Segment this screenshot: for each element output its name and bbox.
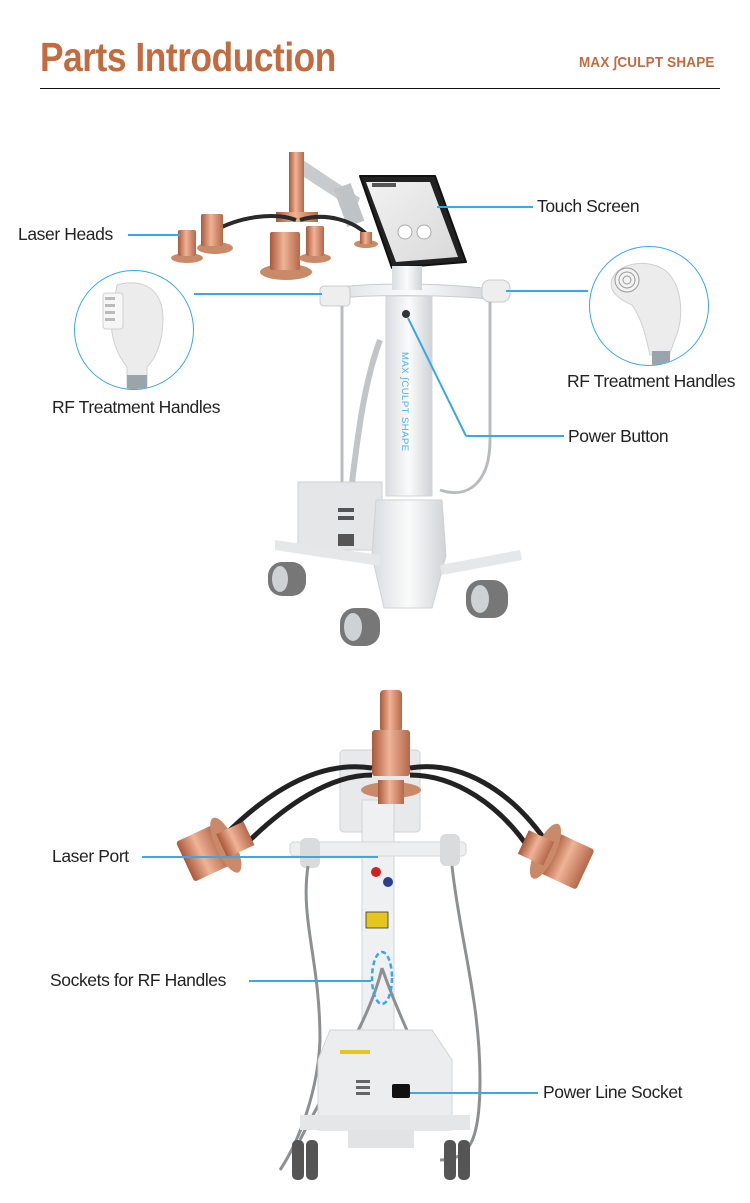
laser-head <box>171 230 203 263</box>
leader-laser-port <box>142 856 378 858</box>
label-rf-handles-left: RF Treatment Handles <box>52 397 221 417</box>
rf-handle-right-closeup <box>589 246 709 366</box>
label-rf-handles-right: RF Treatment Handles <box>567 371 736 391</box>
leader-touch-screen <box>437 206 533 208</box>
rf-handle-flat-icon <box>102 282 164 389</box>
leader-power-line-socket <box>410 1092 538 1094</box>
rf-handle-left-closeup <box>74 270 194 390</box>
articulated-arm <box>292 158 365 227</box>
laser-head <box>299 226 331 263</box>
leader-rf-handles-right <box>506 290 588 292</box>
caster-wheel <box>444 1140 470 1180</box>
power-line-socket <box>392 1084 410 1098</box>
page-title: Parts Introduction <box>40 34 336 80</box>
back-view-machine-illustration <box>176 690 594 1180</box>
laser-mast <box>276 152 318 222</box>
touch-screen-device <box>359 175 467 269</box>
caster-wheel <box>340 608 380 646</box>
rf-socket-highlight <box>370 950 394 1006</box>
leader-laser-heads <box>128 234 180 236</box>
rf-handle-round-icon <box>610 262 682 365</box>
label-laser-heads: Laser Heads <box>18 224 113 244</box>
label-laser-port: Laser Port <box>52 846 129 866</box>
caster-wheel <box>292 1140 318 1180</box>
caster-wheel <box>466 580 508 618</box>
label-power-button: Power Button <box>568 426 669 446</box>
label-touch-screen: Touch Screen <box>537 196 640 216</box>
laser-head <box>260 232 312 280</box>
label-power-line-socket: Power Line Socket <box>543 1082 683 1102</box>
header-divider <box>40 88 720 89</box>
laser-head <box>354 232 378 248</box>
laser-head <box>197 214 233 254</box>
column-brand-text: MAX ∫CULPT SHAPE <box>399 352 410 452</box>
label-rf-sockets: Sockets for RF Handles <box>50 970 226 990</box>
leader-rf-sockets <box>249 980 371 982</box>
caster-wheel <box>268 562 306 596</box>
warning-label <box>365 911 389 929</box>
leader-rf-handles-left <box>194 293 322 295</box>
leader-power-button <box>466 435 564 437</box>
brand-logo: MAX ∫CULPT SHAPE <box>579 54 715 71</box>
power-button-icon <box>402 310 410 318</box>
